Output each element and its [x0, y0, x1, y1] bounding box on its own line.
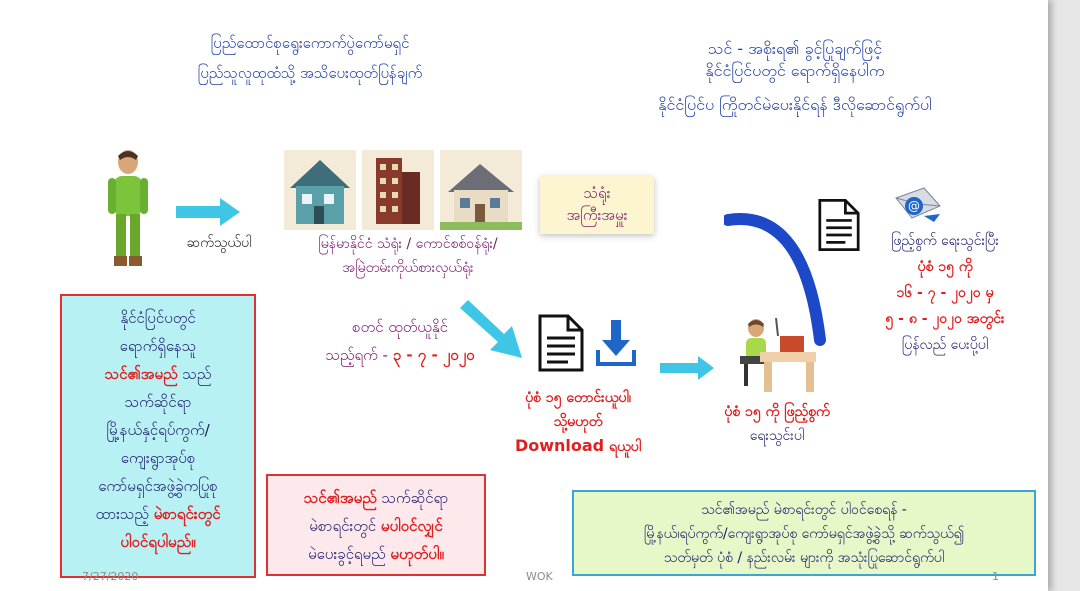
- slide: ပြည်ထောင်စုရွေးကောက်ပွဲကော်မရှင် ပြည်သူလ…: [0, 0, 1048, 591]
- villa-icon: [440, 150, 522, 230]
- header-left-line2: ပြည်သူလူထုထံသို့ အသိပေးထုတ်ပြန်ချက်: [197, 64, 423, 82]
- embassy-caption-line2: အမြဲတမ်းကိုယ်စားလှယ်ရုံး: [342, 260, 474, 276]
- header-right: သင် - အစိုးရ၏ ခွင့်ပြုချက်ဖြင့် နိုင်ငံပ…: [570, 38, 1020, 116]
- eligibility-l8-red: မဲစာရင်းတွင်: [153, 505, 221, 523]
- header-right-line3: နိုင်ငံပြင်ပ ကြိုတင်မဲပေးနိုင်ရန် ဒီလိုဆ…: [658, 95, 932, 114]
- eligibility-box: နိုင်ငံပြင်ပတွင် ရောက်ရှိနေသူ သင်၏အမည် သ…: [60, 294, 256, 578]
- eligibility-l3: သင်၏အမည် သည်: [68, 360, 248, 388]
- return-caption-line5: ပြန်လည် ပေးပို့ပါ: [901, 337, 989, 353]
- start-date-value: ၃ - ၇ - ၂၀၂၀: [392, 346, 475, 364]
- eligibility-l2: ရောက်ရှိနေသူ: [119, 337, 197, 355]
- eligibility-l3-rest: သည်: [177, 365, 212, 383]
- person-icon: [108, 150, 148, 266]
- house-icon: [284, 150, 356, 230]
- eligibility-l3-red: သင်၏အမည်: [104, 365, 178, 383]
- person-at-desk-icon: [740, 318, 816, 392]
- warning-l1: သင်၏အမည် သက်ဆိုင်ရာ: [274, 484, 478, 512]
- start-date-line2: သည့်ရက် - ၃ - ၇ - ၂၀၂၀: [300, 344, 500, 366]
- footer-center: WOK: [526, 570, 553, 583]
- embassy-caption-line1: မြန်မာနိုင်ငံ သံရုံး / ကောင်စစ်ဝန်ရုံး/: [318, 236, 498, 252]
- warning-l1-red: သင်၏အမည်: [303, 489, 377, 507]
- ambassador-box: သံရုံး အကြီးအမှူး: [540, 176, 654, 234]
- form-caption-line2: သို့မဟုတ်: [553, 414, 603, 430]
- completed-form-icon: [818, 198, 860, 252]
- fill-caption-line1: ပုံစံ ၁၅ ကို ဖြည့်စွက်: [724, 404, 830, 420]
- eligibility-l5: မြို့နယ်နှင့်ရပ်ကွက်/: [106, 421, 210, 439]
- eligibility-l7: ကော်မရှင်အဖွဲ့ခွဲကပြုစု: [98, 477, 218, 495]
- eligibility-l8: ထားသည့် မဲစာရင်းတွင်: [68, 500, 248, 528]
- svg-text:@: @: [908, 199, 920, 213]
- start-date-prefix: သည့်ရက် -: [325, 346, 393, 364]
- eligibility-l4: သက်ဆိုင်ရာ: [124, 393, 192, 411]
- ambassador-line1: သံရုံး: [583, 184, 611, 202]
- warning-box: သင်၏အမည် သက်ဆိုင်ရာ မဲစာရင်းတွင် မပါဝင်လ…: [266, 474, 486, 576]
- warning-l2-red: မပါဝင်လျှင်: [380, 517, 443, 535]
- embassy-caption: မြန်မာနိုင်ငံ သံရုံး / ကောင်စစ်ဝန်ရုံး/ …: [268, 232, 548, 280]
- eligibility-l8-prefix: ထားသည့်: [95, 505, 154, 523]
- form-caption: ပုံစံ ၁၅ တောင်းယူပါ၊ သို့မဟုတ် Download …: [488, 386, 668, 459]
- document-icon: [538, 314, 584, 372]
- instruction-box: သင်၏အမည် မဲစာရင်းတွင် ပါဝင်စေရန် - မြို့…: [572, 490, 1036, 576]
- instruction-l1: သင်၏အမည် မဲစာရင်းတွင် ပါဝင်စေရန် -: [701, 502, 907, 518]
- arrow-right-icon: [176, 198, 240, 226]
- arrow-down-right-icon: [460, 300, 522, 358]
- warning-l3-prefix: မဲပေးခွင့်ရမည်: [308, 545, 391, 563]
- eligibility-l9: ပါဝင်ရပါမည်။: [120, 533, 196, 551]
- embassy-buildings: [284, 150, 524, 232]
- return-caption: ဖြည့်စွက် ရေးသွင်းပြီး ပုံစံ ၁၅ ကို ၁၆ -…: [850, 228, 1040, 358]
- contact-label: ဆက်သွယ်ပါ: [186, 235, 252, 251]
- instruction-l3: သတ်မှတ် ပုံစံ / နည်းလမ်း များကို အသုံးပြ…: [663, 550, 945, 566]
- warning-l3-red: မဟုတ်ပါ။: [390, 545, 444, 563]
- eligibility-l6: ကျေးရွာအုပ်စု: [120, 449, 196, 467]
- return-caption-line1: ဖြည့်စွက် ရေးသွင်းပြီး: [891, 233, 999, 249]
- download-icon[interactable]: [596, 320, 636, 368]
- header-right-line1: သင် - အစိုးရ၏ ခွင့်ပြုချက်ဖြင့်: [707, 39, 883, 58]
- return-arc-arrow: [724, 213, 826, 346]
- header-left: ပြည်ထောင်စုရွေးကောက်ပွဲကော်မရှင် ပြည်သူလ…: [150, 32, 470, 84]
- start-date-caption: စတင် ထုတ်ယူနိုင် သည့်ရက် - ၃ - ၇ - ၂၀၂၀: [300, 316, 500, 366]
- header-right-line2: နိုင်ငံပြင်ပတွင် ရောက်ရှိနေပါက: [705, 61, 885, 80]
- form-caption-line3-rest: ရယူပါ: [604, 439, 642, 455]
- fill-caption: ပုံစံ ၁၅ ကို ဖြည့်စွက် ရေးသွင်းပါ: [692, 400, 862, 448]
- form-caption-line1: ပုံစံ ၁၅ တောင်းယူပါ၊: [525, 390, 631, 406]
- header-left-line1: ပြည်ထောင်စုရွေးကောက်ပွဲကော်မရှင်: [210, 34, 410, 52]
- warning-l3: မဲပေးခွင့်ရမည် မဟုတ်ပါ။: [274, 540, 478, 568]
- footer-page-number: 1: [992, 570, 999, 583]
- warning-l1-rest: သက်ဆိုင်ရာ: [376, 489, 449, 507]
- ambassador-line2: အကြီးအမှူး: [566, 206, 628, 224]
- form-caption-line3: Download ရယူပါ: [488, 434, 668, 459]
- arrow-right-icon-2: [660, 356, 714, 380]
- footer-date: 7/27/2020: [82, 570, 139, 583]
- fill-caption-line2: ရေးသွင်းပါ: [749, 428, 805, 444]
- return-caption-line4: ၅ - ၈ - ၂၀၂၀ အတွင်း: [885, 311, 1005, 327]
- warning-l2-prefix: မဲစာရင်းတွင်: [309, 517, 381, 535]
- instruction-l2: မြို့နယ်၊ရပ်ကွက်/ကျေးရွာအုပ်စု ကော်မရှင်…: [643, 526, 965, 542]
- office-building-icon: [362, 150, 434, 230]
- email-icon: @: [895, 187, 941, 222]
- eligibility-l1: နိုင်ငံပြင်ပတွင်: [120, 309, 196, 327]
- warning-l2: မဲစာရင်းတွင် မပါဝင်လျှင်: [274, 512, 478, 540]
- download-link[interactable]: Download: [514, 436, 605, 455]
- return-caption-line2: ပုံစံ ၁၅ ကို: [917, 259, 973, 275]
- return-caption-line3: ၁၆ - ၇ - ၂၀၂၀ မှ: [896, 285, 994, 301]
- start-date-line1: စတင် ထုတ်ယူနိုင်: [352, 318, 448, 336]
